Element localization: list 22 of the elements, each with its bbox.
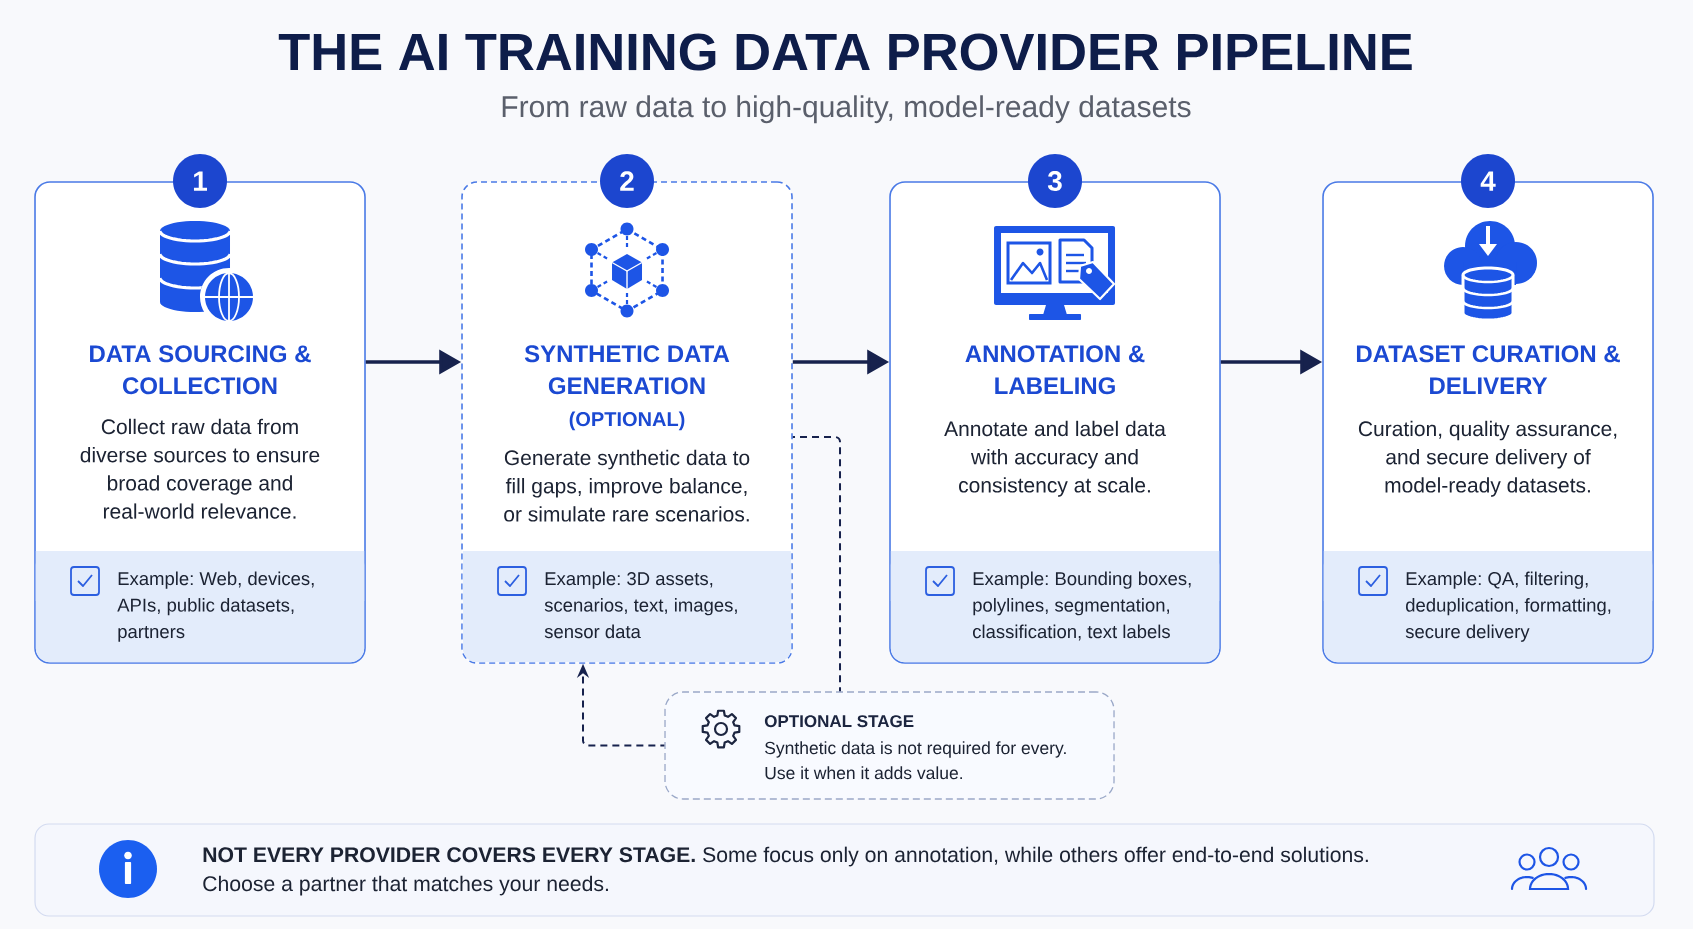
stage-title: ANNOTATION & LABELING xyxy=(965,345,1145,395)
example-panel: Example: QA, filtering, deduplication, formatting, secure delivery xyxy=(1323,551,1653,663)
stage-title: DATA SOURCING & COLLECTION xyxy=(90,345,311,395)
step-badge: 3 xyxy=(1028,154,1082,208)
banner-text: NOT EVERY PROVIDER COVERS EVERY STAGE. Some focus only on annotation, while others offer end-to-end solutions. Choose a partner that matches your needs. xyxy=(203,846,1368,896)
stage-description: Collect raw data from diverse sources to ensure broad coverage and real-world relevance. xyxy=(80,418,320,519)
step-badge: 1 xyxy=(173,154,227,208)
title: THE AI TRAINING DATA PROVIDER PIPELINE xyxy=(278,33,1412,71)
note-title: OPTIONAL STAGE xyxy=(764,715,914,728)
stage-title: DATASET CURATION & DELIVERY xyxy=(1356,345,1620,394)
stage-description: Generate synthetic data to fill gaps, improve balance, or simulate rare scenarios. xyxy=(504,449,750,522)
stage-title: SYNTHETIC DATA GENERATION xyxy=(524,345,730,395)
step-badge: 2 xyxy=(600,154,654,208)
step-badge: 4 xyxy=(1461,154,1515,208)
stage-description: Annotate and label data with accuracy and consistency at scale. xyxy=(944,420,1166,497)
subtitle: From raw data to high-quality, model-ready datasets xyxy=(502,95,1191,124)
stage-subtitle: (OPTIONAL) xyxy=(569,411,685,431)
stage-description: Curation, quality assurance, and secure delivery of model-ready datasets. xyxy=(1358,420,1617,497)
note-text: Synthetic data is not required for every. Use it when it adds value. xyxy=(765,741,1066,780)
example-panel: Example: 3D assets, scenarios, text, images, sensor data xyxy=(462,551,792,663)
example-panel: Example: Bounding boxes, polylines, segmentation, classification, text labels xyxy=(890,551,1220,663)
example-panel: Example: Web, devices, APIs, public datasets, partners xyxy=(35,551,365,663)
